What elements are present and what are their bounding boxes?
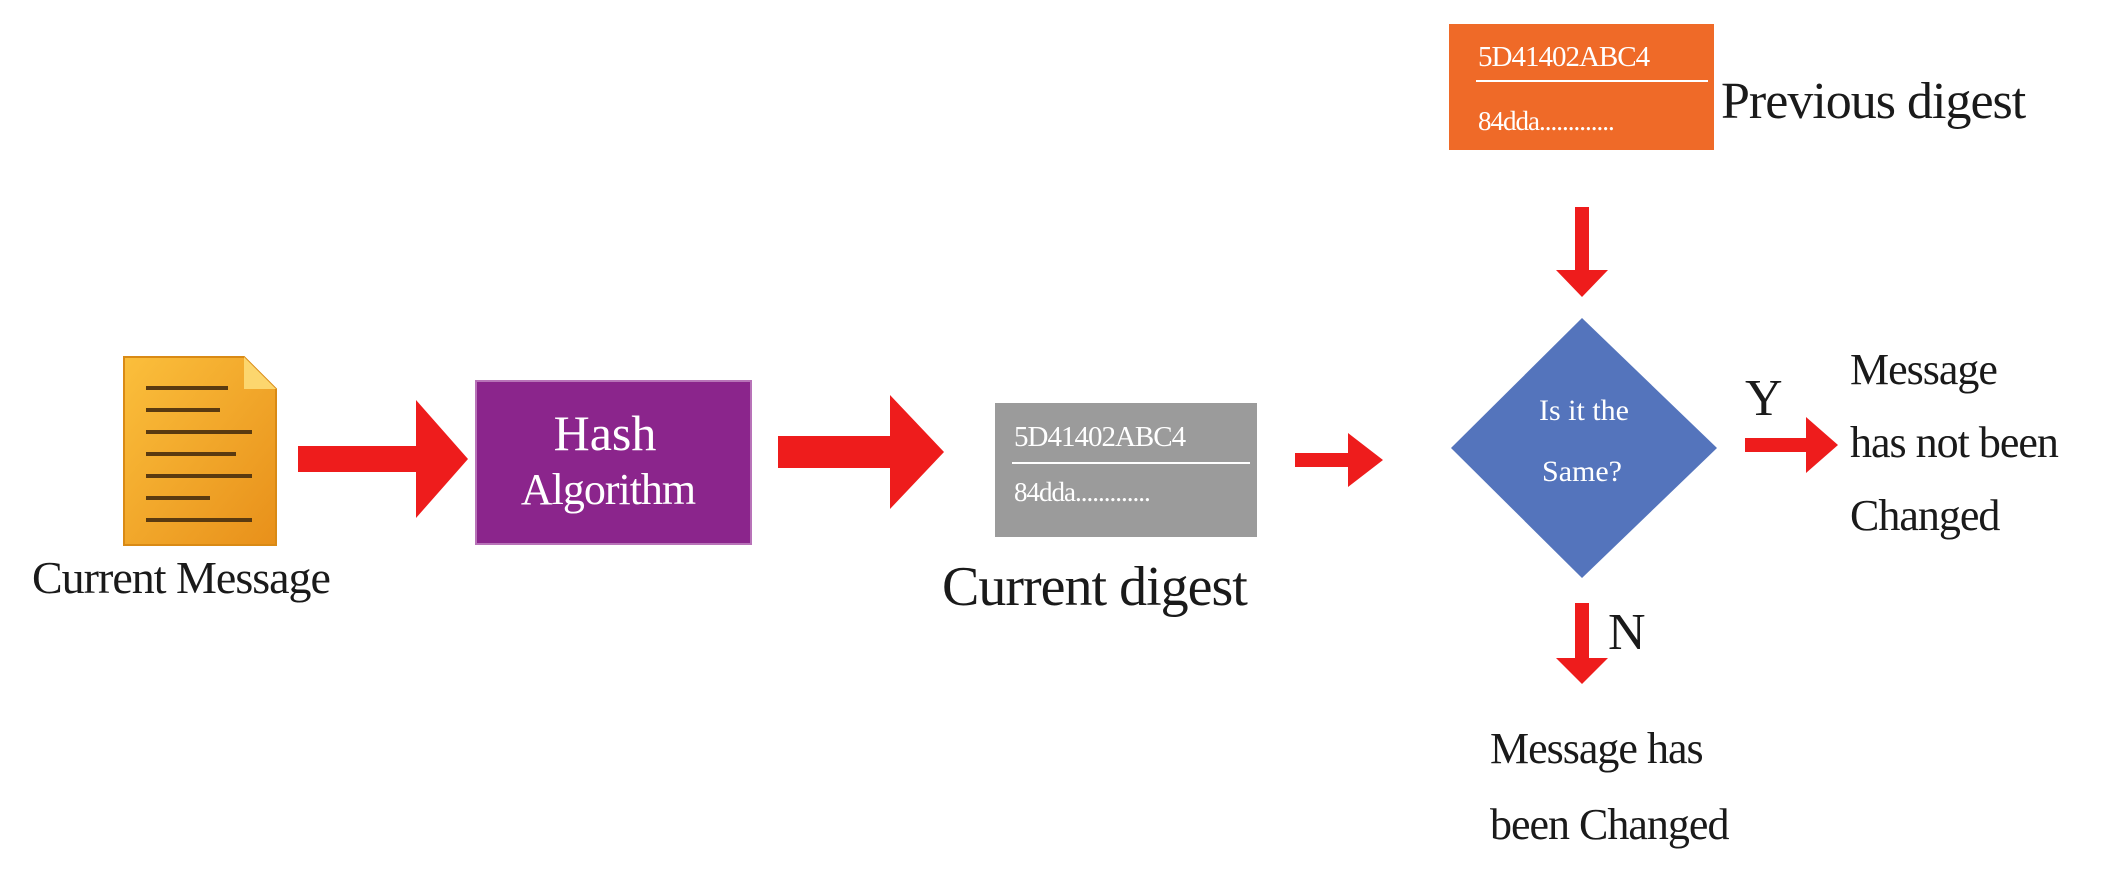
hash-algorithm-line1: Hash: [554, 405, 657, 461]
current-digest-label: Current digest: [942, 556, 1248, 618]
hash-algorithm-line2: Algorithm: [521, 465, 696, 514]
current-digest-line2: 84dda.............: [1014, 477, 1150, 507]
decision-line1: Is it the: [1539, 394, 1629, 427]
previous-digest-label: Previous digest: [1721, 73, 2027, 130]
no-branch-line2: been Changed: [1490, 800, 1729, 849]
arrow-hash-to-current-digest: [778, 395, 944, 509]
current-digest-line1: 5D41402ABC4: [1014, 421, 1187, 453]
no-branch-line1: Message has: [1490, 724, 1703, 773]
arrow-yes-branch: [1745, 417, 1838, 473]
arrow-message-to-hash: [298, 400, 468, 518]
document-icon-fold: [244, 357, 276, 389]
decision-diamond: [1451, 318, 1717, 578]
document-icon-lines: [146, 386, 252, 522]
no-branch-letter: N: [1608, 604, 1646, 661]
current-message-label: Current Message: [32, 552, 330, 603]
arrow-no-branch: [1556, 603, 1608, 684]
yes-branch-line2: has not been: [1850, 418, 2059, 467]
arrow-previous-to-decision: [1556, 207, 1608, 297]
yes-branch-line3: Changed: [1850, 491, 2000, 540]
yes-branch-letter: Y: [1745, 370, 1783, 427]
yes-branch-line1: Message: [1850, 345, 1997, 394]
current-digest-box: [995, 403, 1257, 537]
previous-digest-line1: 5D41402ABC4: [1478, 41, 1651, 73]
document-icon: [123, 356, 277, 546]
previous-digest-line2: 84dda.............: [1478, 106, 1614, 136]
arrow-digest-to-decision: [1295, 433, 1383, 487]
decision-line2: Same?: [1542, 455, 1622, 488]
previous-digest-box: [1449, 24, 1714, 150]
hash-algorithm-box: [475, 380, 752, 545]
